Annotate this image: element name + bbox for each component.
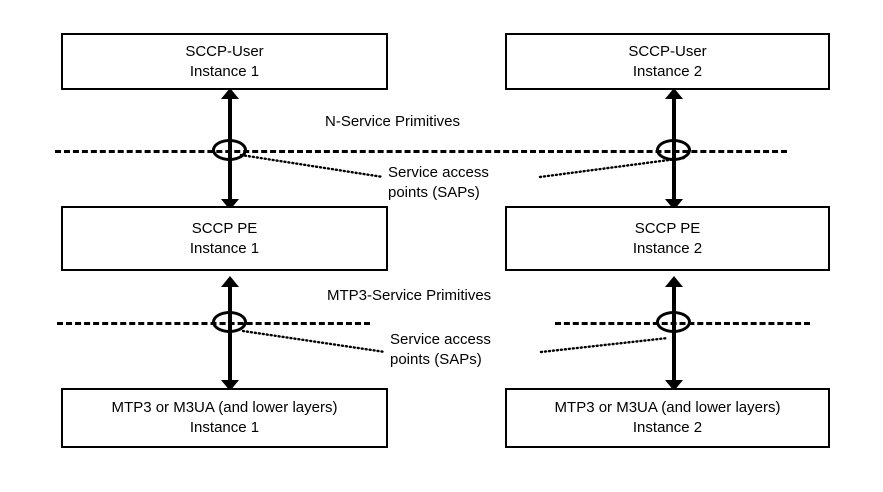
box-sccp-pe-1-line2: Instance 1: [189, 239, 260, 257]
arrow-sccp-pe-mtp3-instance-1: [228, 283, 232, 386]
box-mtp3-instance-1[interactable]: MTP3 or M3UA (and lower layers) Instance…: [61, 388, 388, 448]
arrow-head-up-user-pe-1: [221, 88, 239, 99]
arrow-head-down-user-pe-1: [221, 199, 239, 210]
box-sccp-user-instance-1[interactable]: SCCP-User Instance 1: [61, 33, 388, 90]
label-sap-upper-line1: Service access: [388, 164, 489, 181]
arrow-head-up-user-pe-2: [665, 88, 683, 99]
label-sap-lower-line2: points (SAPs): [390, 351, 482, 368]
label-sap-lower: Service access points (SAPs): [390, 330, 540, 370]
box-mtp3-2-line1: MTP3 or M3UA (and lower layers): [554, 399, 781, 416]
box-sccp-pe-2-line2: Instance 2: [632, 239, 703, 257]
sap-boundary-line-upper: [55, 150, 787, 153]
sap-marker-upper-instance-1: [212, 139, 247, 161]
label-sap-upper-line2: points (SAPs): [388, 184, 480, 201]
box-sccp-pe-1-line1: SCCP PE: [191, 219, 258, 237]
box-sccp-pe-instance-1[interactable]: SCCP PE Instance 1: [61, 206, 388, 271]
leader-line-upper-left: [239, 153, 385, 179]
box-sccp-user-1-line1: SCCP-User: [185, 42, 264, 60]
arrow-head-down-user-pe-2: [665, 199, 683, 210]
box-mtp3-1-line2: Instance 1: [189, 419, 260, 436]
sap-marker-upper-instance-2: [656, 139, 691, 161]
sap-marker-lower-instance-2: [656, 311, 691, 333]
box-sccp-user-1-line2: Instance 1: [189, 62, 260, 80]
arrow-head-down-pe-mtp3-1: [221, 380, 239, 391]
box-mtp3-2-line2: Instance 2: [632, 419, 703, 436]
leader-line-upper-right: [538, 156, 686, 179]
box-sccp-user-2-line1: SCCP-User: [628, 42, 707, 60]
arrow-sccp-pe-mtp3-instance-2: [672, 283, 676, 386]
sap-marker-lower-instance-1: [212, 311, 247, 333]
arrow-head-up-pe-mtp3-2: [665, 276, 683, 287]
box-sccp-user-2-line2: Instance 2: [632, 62, 703, 80]
arrow-head-down-pe-mtp3-2: [665, 380, 683, 391]
leader-line-lower-left: [241, 329, 387, 354]
box-sccp-pe-2-line1: SCCP PE: [634, 219, 701, 237]
box-sccp-user-instance-2[interactable]: SCCP-User Instance 2: [505, 33, 830, 90]
box-mtp3-instance-2[interactable]: MTP3 or M3UA (and lower layers) Instance…: [505, 388, 830, 448]
box-mtp3-1-line1: MTP3 or M3UA (and lower layers): [111, 399, 338, 416]
label-mtp3-service-primitives: MTP3-Service Primitives: [327, 287, 492, 304]
leader-line-lower-right: [539, 336, 670, 354]
label-sap-lower-line1: Service access: [390, 331, 491, 348]
box-sccp-pe-instance-2[interactable]: SCCP PE Instance 2: [505, 206, 830, 271]
label-sap-upper: Service access points (SAPs): [388, 163, 538, 203]
label-n-service-primitives: N-Service Primitives: [325, 113, 461, 130]
arrow-head-up-pe-mtp3-1: [221, 276, 239, 287]
